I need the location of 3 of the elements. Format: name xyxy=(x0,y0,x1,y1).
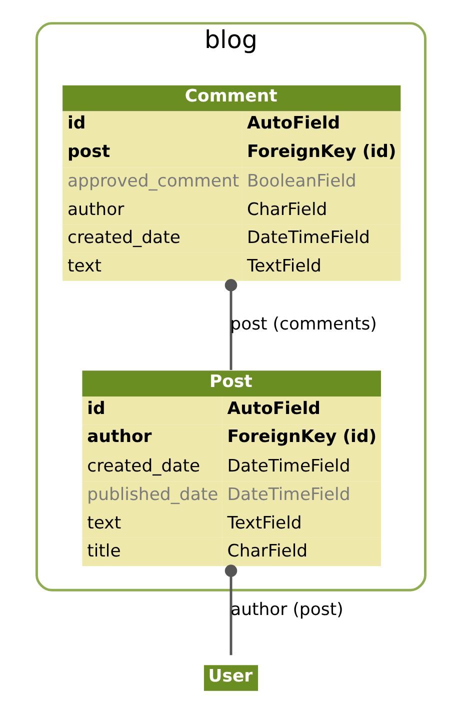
connector xyxy=(224,279,238,370)
connector xyxy=(224,564,238,656)
node-box: User xyxy=(204,665,258,691)
